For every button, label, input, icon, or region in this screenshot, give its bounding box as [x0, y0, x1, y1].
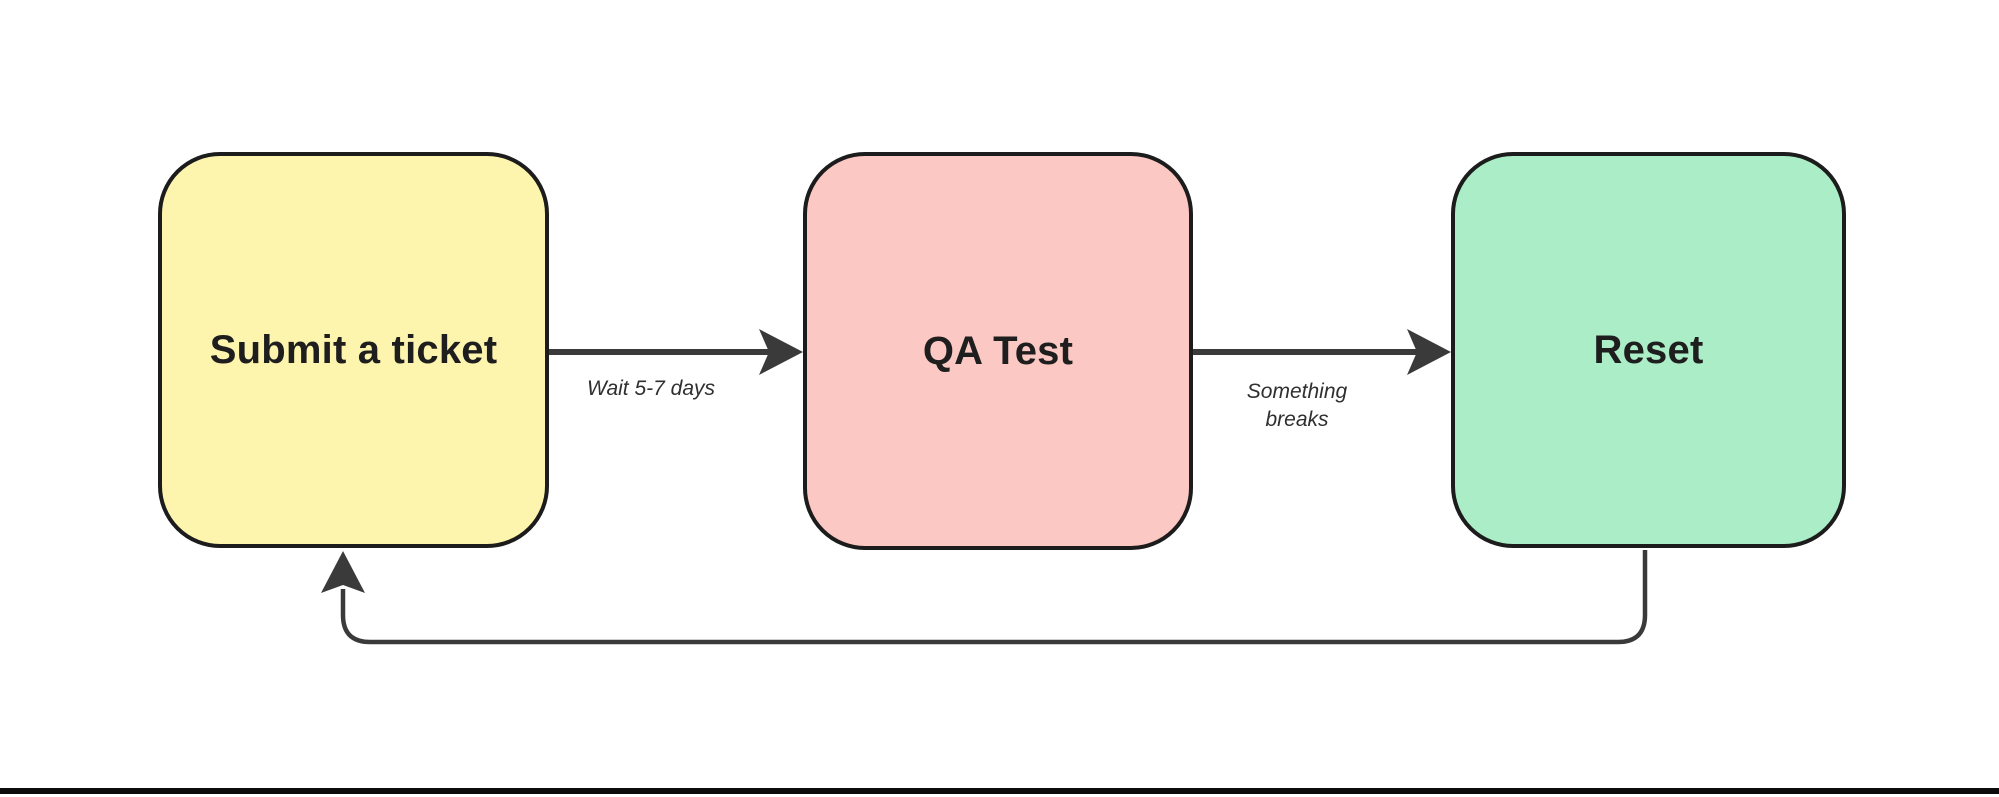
node-label: QA Test [922, 329, 1074, 373]
edge-label-something-breaks: Something breaks [1246, 380, 1348, 432]
arrowhead-up-icon [321, 551, 365, 593]
edge-reset-to-submit-line [340, 550, 1648, 645]
edge-label-wait: Wait 5-7 days [587, 377, 715, 400]
arrowhead-right-icon [1407, 329, 1451, 375]
node-label: Submit a ticket [209, 328, 498, 372]
window-bottom-border [0, 788, 1999, 794]
arrowhead-right-icon [759, 329, 803, 375]
node-label: Reset [1593, 328, 1704, 372]
node-submit-ticket: Submit a ticket [158, 152, 549, 548]
node-reset: Reset [1451, 152, 1846, 548]
node-qa-test: QA Test [803, 152, 1193, 550]
